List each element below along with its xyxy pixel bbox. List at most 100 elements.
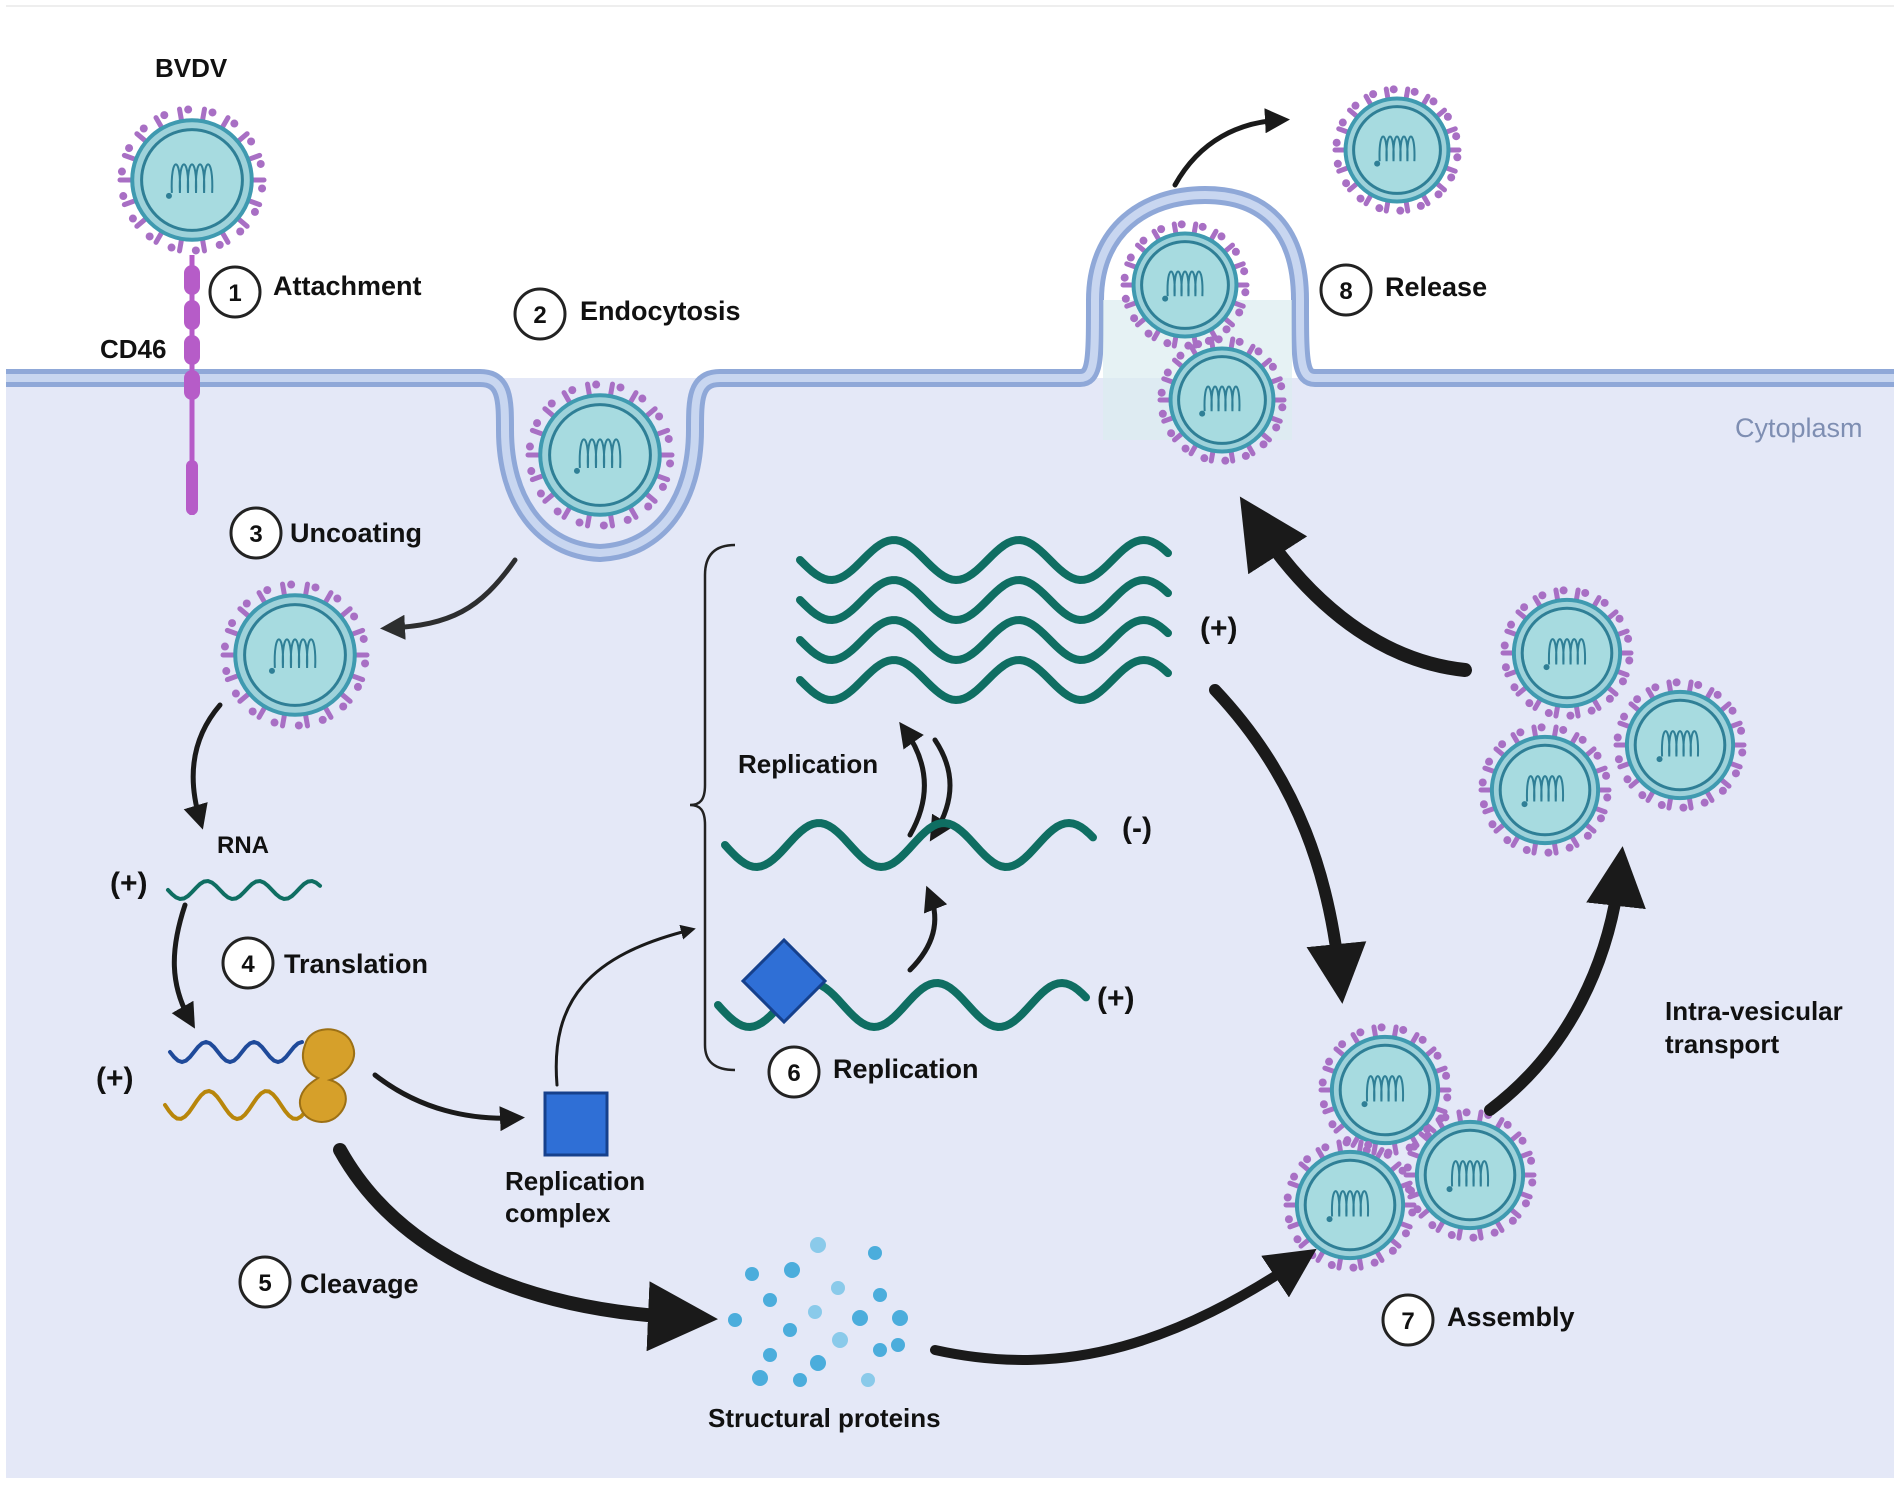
svg-text:Replication: Replication — [833, 1054, 979, 1084]
svg-text:Release: Release — [1385, 272, 1487, 302]
rna-strand — [796, 655, 1172, 705]
protein-dot — [810, 1355, 826, 1371]
replication-complex-label-2: complex — [505, 1198, 611, 1228]
replication-complex-square — [543, 1091, 609, 1157]
rna-strands — [163, 535, 1172, 1122]
plus-label-translation: (+) — [96, 1062, 134, 1095]
ribosome-icon — [298, 1028, 356, 1123]
bvdv-label: BVDV — [155, 53, 228, 83]
plus-label-strands: (+) — [1200, 612, 1238, 645]
svg-text:5: 5 — [258, 1270, 271, 1297]
svg-text:Translation: Translation — [284, 949, 428, 979]
cd46-receptor — [184, 255, 200, 515]
virus-particle — [1478, 723, 1612, 857]
process-arrows — [171, 108, 1646, 1365]
svg-text:3: 3 — [249, 521, 262, 548]
protein-dot — [873, 1288, 887, 1302]
arrow-minus-to-plusstrands — [899, 721, 927, 838]
svg-text:1: 1 — [228, 280, 241, 307]
svg-text:6: 6 — [787, 1060, 800, 1087]
step-1: 1 Attachment — [208, 265, 422, 319]
virus-particle — [1283, 1138, 1417, 1272]
rna-strand — [796, 535, 1172, 585]
arrow-release-to-extracellular — [1172, 108, 1290, 188]
replication-brace — [689, 543, 736, 1072]
protein-dot — [861, 1373, 875, 1387]
rna-strand — [163, 1088, 311, 1122]
plasma-membrane-inner — [6, 191, 1894, 557]
protein-dot — [808, 1305, 822, 1319]
protein-dot — [810, 1237, 826, 1253]
virus-particle — [1120, 220, 1250, 350]
rna-label: RNA — [217, 832, 269, 859]
step-3: 3 Uncoating — [229, 506, 422, 560]
step-6: 6 Replication — [767, 1045, 979, 1099]
cytoplasm-label: Cytoplasm — [1735, 413, 1863, 443]
virus-particle — [1613, 678, 1747, 812]
protein-dot — [891, 1338, 905, 1352]
virus-particle — [1500, 586, 1634, 720]
arrow-transport-to-release — [1239, 496, 1472, 677]
svg-text:8: 8 — [1339, 278, 1352, 305]
rna-strand — [796, 615, 1172, 665]
protein-dot — [832, 1332, 848, 1348]
virus-particle — [525, 380, 675, 530]
intra-vesicular-label-1: Intra-vesicular — [1665, 996, 1843, 1026]
minus-label-strand: (-) — [1122, 812, 1152, 845]
protein-dot — [763, 1348, 777, 1362]
arrow-plus-to-minus — [907, 885, 948, 973]
text-labels: BVDV CD46 Cytoplasm RNA (+) (+) (+) (-) … — [96, 53, 1863, 1433]
virus-particle — [1403, 1108, 1537, 1242]
arrow-uncoating-to-rna — [183, 702, 223, 830]
replication-mid-label: Replication — [738, 749, 878, 779]
plus-label-rna: (+) — [110, 867, 148, 900]
svg-text:4: 4 — [241, 951, 255, 978]
plus-label-template: (+) — [1097, 982, 1135, 1015]
protein-dot — [763, 1293, 777, 1307]
replication-complex-on-strand — [740, 937, 828, 1025]
rna-strand — [721, 818, 1097, 872]
svg-text:Uncoating: Uncoating — [290, 518, 422, 548]
virus-particle — [117, 105, 267, 255]
protein-dot — [793, 1373, 807, 1387]
svg-text:2: 2 — [533, 302, 546, 329]
protein-dot — [831, 1281, 845, 1295]
arrow-plusstrands-to-assembly — [1209, 684, 1367, 1004]
step-8: 8 Release — [1319, 263, 1487, 317]
arrow-rna-to-translation — [171, 902, 195, 1029]
arrow-complex-to-replication — [554, 924, 696, 1087]
protein-dot — [873, 1343, 887, 1357]
structural-proteins-label: Structural proteins — [708, 1403, 941, 1433]
protein-dot — [783, 1323, 797, 1337]
svg-text:Cleavage: Cleavage — [300, 1269, 419, 1299]
arrow-cleavage-to-proteins — [333, 1143, 718, 1352]
step-7: 7 Assembly — [1381, 1293, 1575, 1347]
step-5: 5 Cleavage — [238, 1255, 419, 1309]
arrow-assembly-to-transport — [1484, 846, 1646, 1116]
step-2: 2 Endocytosis — [513, 287, 741, 341]
cytoplasm-region — [6, 378, 1894, 1478]
structural-proteins-dots — [728, 1237, 908, 1387]
protein-dot — [868, 1246, 882, 1260]
svg-text:Assembly: Assembly — [1447, 1302, 1575, 1332]
virus-particle — [1318, 1023, 1452, 1157]
virus-particle — [1332, 85, 1462, 215]
protein-dot — [752, 1370, 768, 1386]
step-badges: 1 Attachment 2 Endocytosis 3 Uncoating 4… — [208, 263, 1575, 1347]
svg-text:Endocytosis: Endocytosis — [580, 296, 741, 326]
arrow-proteins-to-assembly — [930, 1248, 1317, 1365]
protein-dot — [892, 1310, 908, 1326]
protein-dot — [784, 1262, 800, 1278]
protein-dot — [728, 1313, 742, 1327]
intra-vesicular-label-2: transport — [1665, 1029, 1779, 1059]
svg-text:7: 7 — [1401, 1308, 1414, 1335]
replication-complex-label-1: Replication — [505, 1166, 645, 1196]
virus-particle — [1157, 335, 1287, 465]
arrow-translation-to-complex — [372, 1072, 525, 1132]
rna-strand — [796, 575, 1172, 625]
rna-strand — [166, 879, 322, 901]
protein-dot — [852, 1310, 868, 1326]
cd46-label: CD46 — [100, 334, 166, 364]
